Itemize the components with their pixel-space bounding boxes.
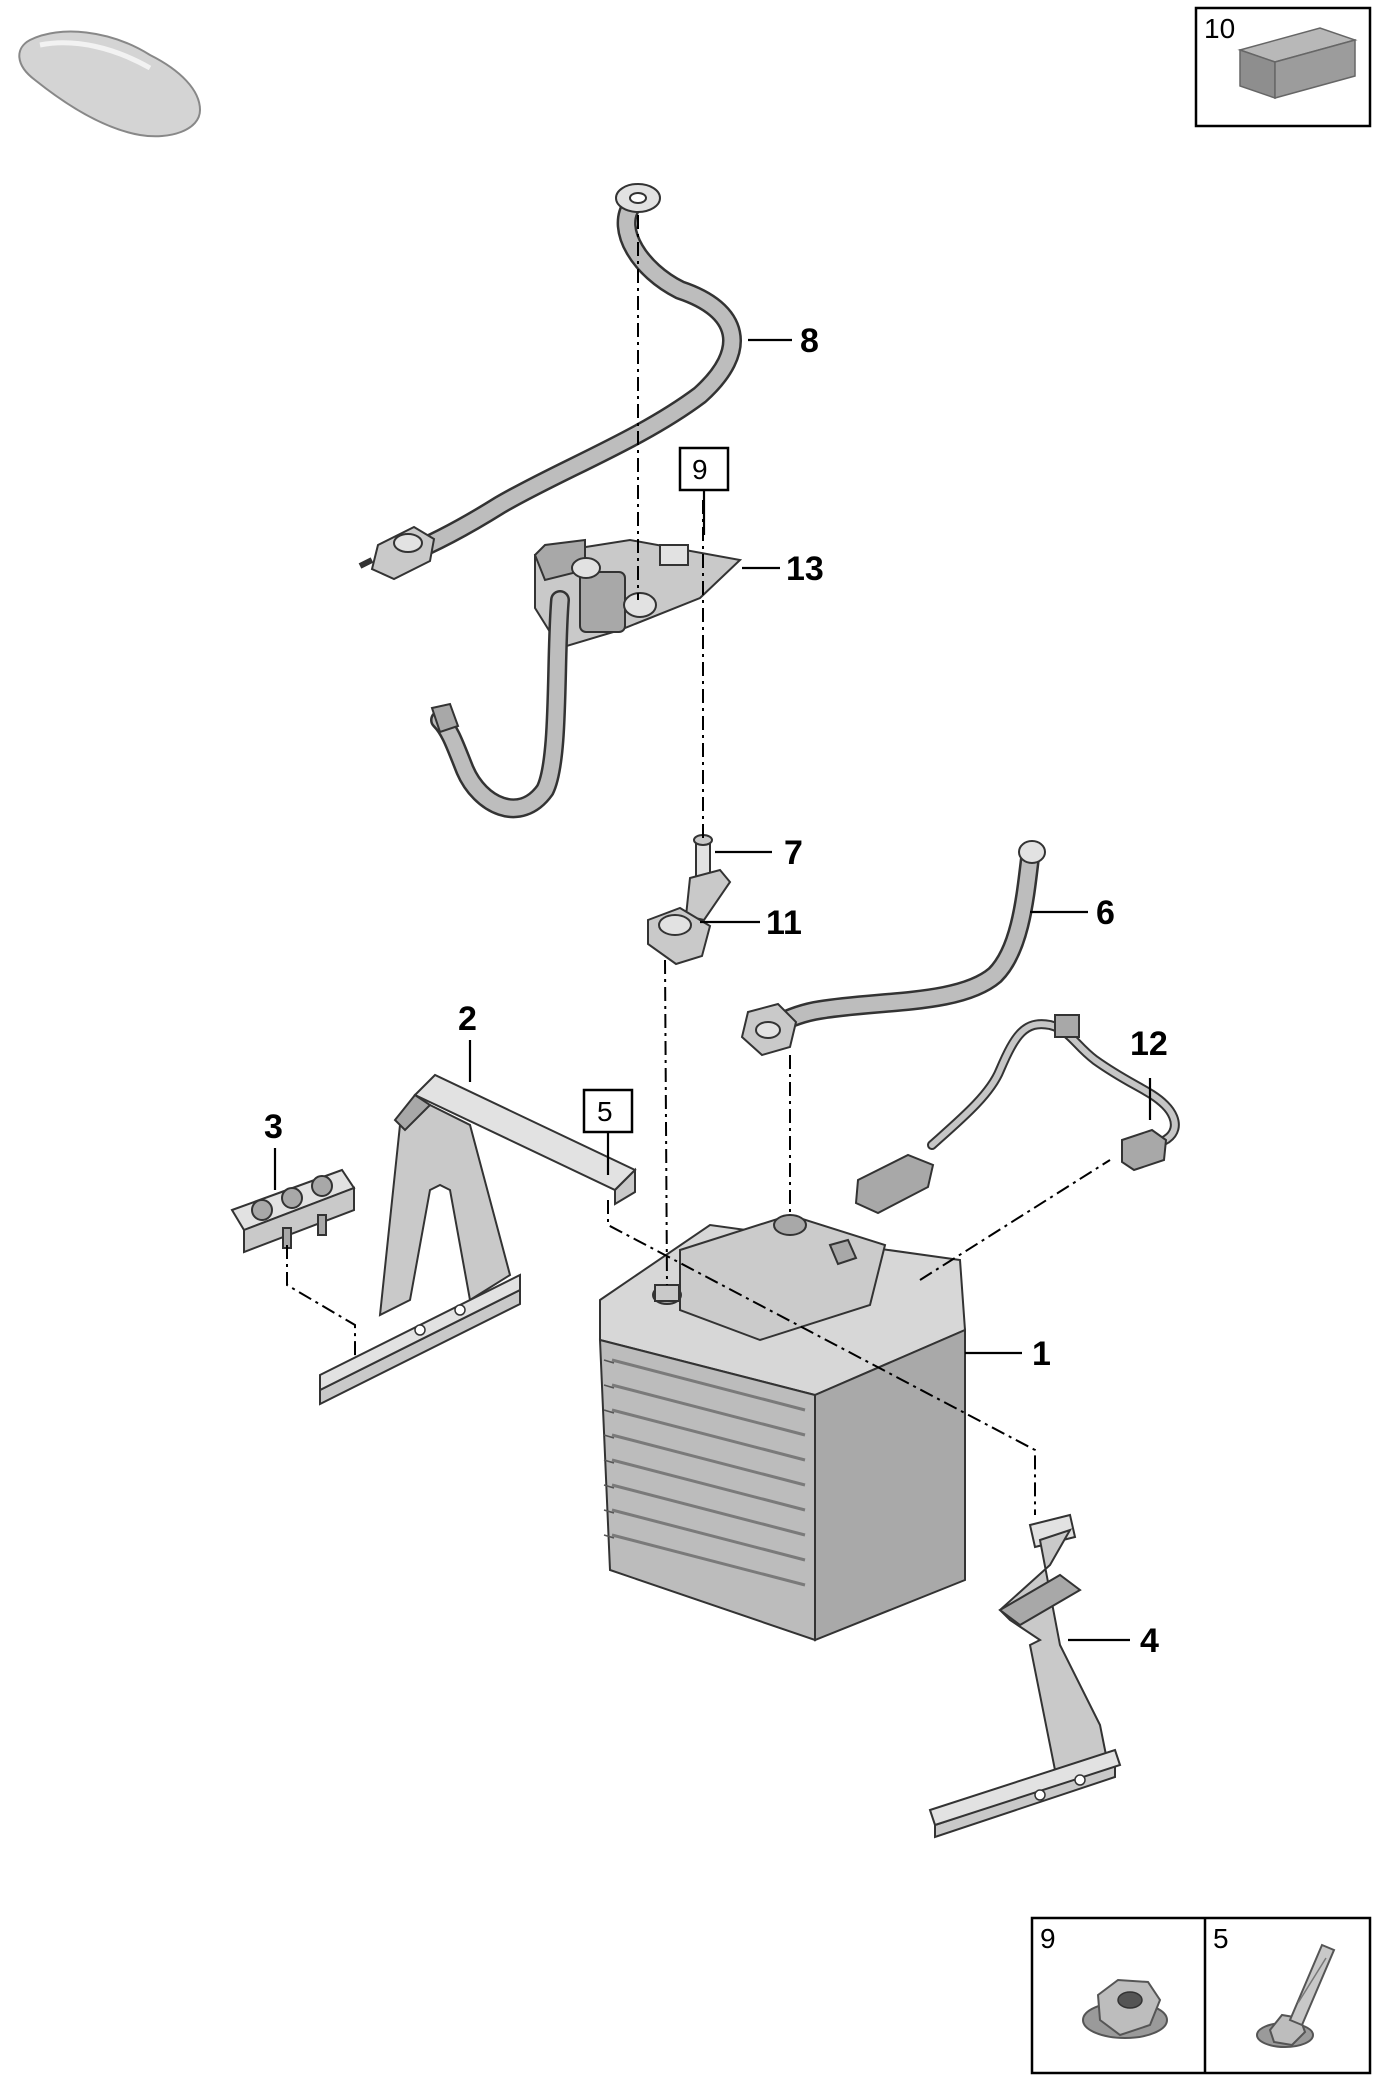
callout-label-6: 6 bbox=[1096, 894, 1115, 932]
callout-2: 2 bbox=[458, 1000, 477, 1082]
callout-3: 3 bbox=[264, 1108, 283, 1190]
callout-13: 13 bbox=[742, 550, 824, 588]
battery-part-1 bbox=[598, 1213, 967, 1642]
callout-label-1: 1 bbox=[1032, 1335, 1051, 1373]
boxed-ref-label-5: 5 bbox=[597, 1096, 613, 1127]
callout-label-12: 12 bbox=[1130, 1025, 1168, 1063]
positive-cable-part-6 bbox=[740, 840, 1046, 1057]
cable-holder-part-3 bbox=[230, 1168, 356, 1254]
callout-11: 11 bbox=[700, 904, 802, 942]
legend-box-bottom: 9 5 bbox=[1030, 1916, 1372, 2075]
callout-label-11: 11 bbox=[766, 904, 802, 942]
foam-pad-icon bbox=[1237, 27, 1358, 100]
alignment-lines bbox=[286, 215, 1111, 1515]
legend-label-10: 10 bbox=[1204, 13, 1235, 44]
callout-4: 4 bbox=[1068, 1622, 1159, 1660]
boxed-ref-label-9: 9 bbox=[692, 454, 708, 485]
sensor-wire-part-12 bbox=[854, 1014, 1180, 1215]
flange-bolt-icon bbox=[1256, 1943, 1336, 2048]
legend-box-10: 10 bbox=[1194, 6, 1372, 128]
callout-12: 12 bbox=[1130, 1025, 1168, 1120]
callout-8: 8 bbox=[748, 322, 819, 360]
terminal-bolt-part-7 bbox=[693, 834, 713, 879]
callout-7: 7 bbox=[715, 834, 803, 872]
legend-label-9: 9 bbox=[1040, 1923, 1056, 1954]
terminal-clamp-part-11 bbox=[647, 868, 732, 966]
callout-label-3: 3 bbox=[264, 1108, 283, 1146]
callout-label-4: 4 bbox=[1140, 1622, 1159, 1660]
callout-1: 1 bbox=[965, 1335, 1051, 1373]
boxed-ref-5: 5 bbox=[582, 1088, 634, 1175]
battery-bracket-part-2 bbox=[319, 1073, 637, 1406]
ground-cable-part-8 bbox=[358, 183, 742, 581]
car-silhouette-icon bbox=[18, 30, 202, 138]
callout-6: 6 bbox=[1030, 894, 1115, 932]
legend-label-5: 5 bbox=[1213, 1923, 1229, 1954]
terminal-bracket-part-13 bbox=[430, 538, 743, 819]
boxed-ref-9: 9 bbox=[678, 446, 730, 535]
battery-bracket-part-4 bbox=[928, 1513, 1122, 1839]
flange-nut-icon bbox=[1082, 1978, 1168, 2039]
callout-label-7: 7 bbox=[784, 834, 803, 872]
callout-label-8: 8 bbox=[800, 322, 819, 360]
callout-label-13: 13 bbox=[786, 550, 824, 588]
callout-label-2: 2 bbox=[458, 1000, 477, 1038]
